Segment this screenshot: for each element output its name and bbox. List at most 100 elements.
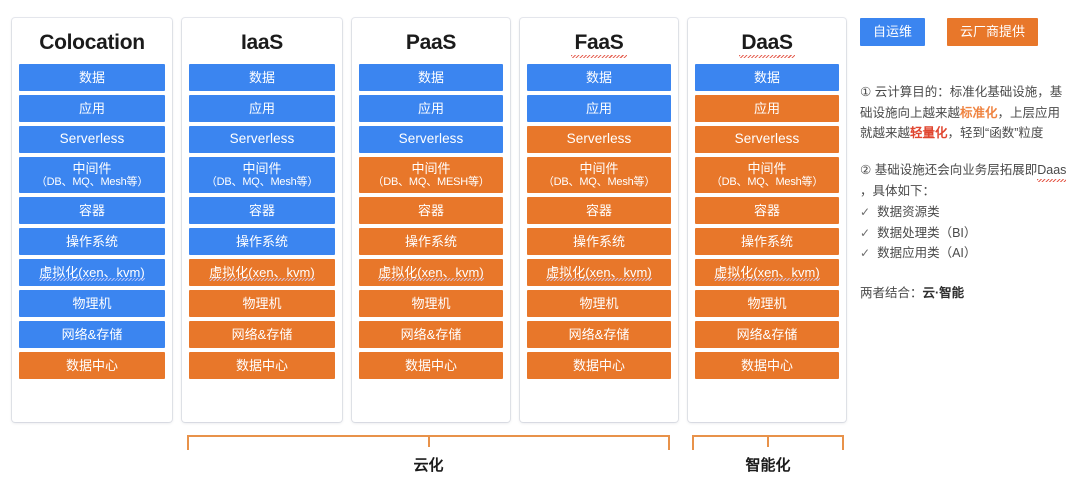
layer-label: 虚拟化(xen、kvm) bbox=[39, 264, 146, 281]
layer-paas-data[interactable]: 数据 bbox=[359, 64, 503, 91]
legend-chip-self-managed[interactable]: 自运维 bbox=[860, 18, 926, 46]
bracket-label-intelligentization: 智能化 bbox=[745, 457, 791, 474]
layer-daas-application[interactable]: 应用 bbox=[695, 95, 839, 122]
layer-label: Serverless bbox=[59, 131, 125, 147]
note1-part2: ，上层应用就越来越 bbox=[860, 105, 1061, 141]
stack-card-paas[interactable]: PaaS 数据 应用 Serverless 中间件 （DB、MQ、MESH等） … bbox=[352, 18, 510, 422]
layer-faas-serverless[interactable]: Serverless bbox=[527, 126, 671, 153]
note2-daas-term: Daas bbox=[1037, 160, 1067, 182]
note1-highlight-standardization: 标准化 bbox=[960, 105, 998, 120]
layer-label: 中间件 bbox=[242, 160, 282, 176]
layer-colocation-application[interactable]: 应用 bbox=[19, 95, 165, 122]
layer-label: 网络&存储 bbox=[736, 326, 798, 342]
layer-colocation-virtualization[interactable]: 虚拟化(xen、kvm) bbox=[19, 259, 165, 286]
note2-text-after: ，具体如下： bbox=[860, 183, 936, 198]
layer-label: 容器 bbox=[585, 202, 612, 218]
stack-columns-area: Colocation 数据 应用 Serverless 中间件 （DB、MQ、M… bbox=[12, 18, 848, 422]
legend-chip-cloud-provider[interactable]: 云厂商提供 bbox=[947, 18, 1039, 46]
layer-colocation-datacenter[interactable]: 数据中心 bbox=[19, 352, 165, 379]
layer-paas-container[interactable]: 容器 bbox=[359, 197, 503, 224]
layer-faas-data[interactable]: 数据 bbox=[527, 64, 671, 91]
layer-paas-os[interactable]: 操作系统 bbox=[359, 228, 503, 255]
layer-daas-datacenter[interactable]: 数据中心 bbox=[695, 352, 839, 379]
layer-colocation-middleware[interactable]: 中间件 （DB、MQ、Mesh等） bbox=[19, 157, 165, 193]
layer-daas-middleware[interactable]: 中间件 （DB、MQ、Mesh等） bbox=[695, 157, 839, 193]
layer-paas-serverless[interactable]: Serverless bbox=[359, 126, 503, 153]
layer-label: 容器 bbox=[417, 202, 444, 218]
layer-daas-container[interactable]: 容器 bbox=[695, 197, 839, 224]
layer-paas-virtualization[interactable]: 虚拟化(xen、kvm) bbox=[359, 259, 503, 286]
layer-faas-os[interactable]: 操作系统 bbox=[527, 228, 671, 255]
layer-iaas-middleware[interactable]: 中间件 （DB、MQ、Mesh等） bbox=[189, 157, 335, 193]
note2-text-before: 基础设施还会向业务层拓展即 bbox=[874, 162, 1038, 177]
layer-iaas-virtualization[interactable]: 虚拟化(xen、kvm) bbox=[189, 259, 335, 286]
layer-list-paas: 数据 应用 Serverless 中间件 （DB、MQ、MESH等） 容器 操作… bbox=[359, 64, 503, 414]
layer-sublabel: （DB、MQ、Mesh等） bbox=[205, 175, 319, 188]
layer-label: 应用 bbox=[78, 100, 105, 116]
layer-label: 中间件 bbox=[579, 160, 619, 176]
stack-card-faas[interactable]: FaaS 数据 应用 Serverless 中间件 （DB、MQ、Mesh等） … bbox=[520, 18, 678, 422]
layer-label: 操作系统 bbox=[404, 233, 457, 249]
layer-label: 操作系统 bbox=[65, 233, 118, 249]
layer-colocation-serverless[interactable]: Serverless bbox=[19, 126, 165, 153]
layer-daas-virtualization[interactable]: 虚拟化(xen、kvm) bbox=[695, 259, 839, 286]
layer-iaas-datacenter[interactable]: 数据中心 bbox=[189, 352, 335, 379]
layer-faas-middleware[interactable]: 中间件 （DB、MQ、Mesh等） bbox=[527, 157, 671, 193]
layer-faas-datacenter[interactable]: 数据中心 bbox=[527, 352, 671, 379]
layer-paas-datacenter[interactable]: 数据中心 bbox=[359, 352, 503, 379]
stack-card-iaas[interactable]: IaaS 数据 应用 Serverless 中间件 （DB、MQ、Mesh等） … bbox=[182, 18, 342, 422]
layer-daas-os[interactable]: 操作系统 bbox=[695, 228, 839, 255]
layer-colocation-physical-machine[interactable]: 物理机 bbox=[19, 290, 165, 317]
layer-daas-network-storage[interactable]: 网络&存储 bbox=[695, 321, 839, 348]
layer-label: 数据 bbox=[585, 69, 612, 85]
stack-card-colocation[interactable]: Colocation 数据 应用 Serverless 中间件 （DB、MQ、M… bbox=[12, 18, 172, 422]
layer-paas-physical-machine[interactable]: 物理机 bbox=[359, 290, 503, 317]
layer-paas-middleware[interactable]: 中间件 （DB、MQ、MESH等） bbox=[359, 157, 503, 193]
layer-faas-network-storage[interactable]: 网络&存储 bbox=[527, 321, 671, 348]
layer-label: 网络&存储 bbox=[231, 326, 293, 342]
layer-paas-application[interactable]: 应用 bbox=[359, 95, 503, 122]
list-item: ✓ 数据资源类 bbox=[860, 202, 1070, 222]
check-icon: ✓ bbox=[860, 225, 871, 240]
layer-iaas-physical-machine[interactable]: 物理机 bbox=[189, 290, 335, 317]
layer-paas-network-storage[interactable]: 网络&存储 bbox=[359, 321, 503, 348]
layer-faas-virtualization[interactable]: 虚拟化(xen、kvm) bbox=[527, 259, 671, 286]
layer-label: 数据中心 bbox=[235, 357, 288, 373]
layer-label: 网络&存储 bbox=[568, 326, 630, 342]
layer-daas-serverless[interactable]: Serverless bbox=[695, 126, 839, 153]
layer-label: 虚拟化(xen、kvm) bbox=[209, 264, 316, 281]
stack-card-daas[interactable]: DaaS 数据 应用 Serverless 中间件 （DB、MQ、Mesh等） … bbox=[688, 18, 846, 422]
layer-faas-application[interactable]: 应用 bbox=[527, 95, 671, 122]
layer-iaas-container[interactable]: 容器 bbox=[189, 197, 335, 224]
note1-part3: ，轻到“函数”粒度 bbox=[947, 126, 1044, 141]
bracket-label-cloudification: 云化 bbox=[413, 457, 444, 474]
card-title-faas: FaaS bbox=[527, 24, 671, 64]
layer-label: 数据中心 bbox=[740, 357, 793, 373]
layer-daas-physical-machine[interactable]: 物理机 bbox=[695, 290, 839, 317]
layer-faas-container[interactable]: 容器 bbox=[527, 197, 671, 224]
layer-colocation-os[interactable]: 操作系统 bbox=[19, 228, 165, 255]
layer-daas-data[interactable]: 数据 bbox=[695, 64, 839, 91]
layer-label: 数据 bbox=[417, 69, 444, 85]
layer-faas-physical-machine[interactable]: 物理机 bbox=[527, 290, 671, 317]
conclusion-prefix: 两者结合： bbox=[860, 286, 923, 301]
layer-iaas-os[interactable]: 操作系统 bbox=[189, 228, 335, 255]
layer-label: 操作系统 bbox=[740, 233, 793, 249]
layer-label: Serverless bbox=[734, 131, 800, 147]
layer-iaas-data[interactable]: 数据 bbox=[189, 64, 335, 91]
layer-iaas-application[interactable]: 应用 bbox=[189, 95, 335, 122]
layer-sublabel: （DB、MQ、Mesh等） bbox=[542, 175, 656, 188]
layer-label: 中间件 bbox=[72, 160, 112, 176]
layer-colocation-data[interactable]: 数据 bbox=[19, 64, 165, 91]
layer-label: 操作系统 bbox=[235, 233, 288, 249]
layer-colocation-container[interactable]: 容器 bbox=[19, 197, 165, 224]
layer-colocation-network-storage[interactable]: 网络&存储 bbox=[19, 321, 165, 348]
conclusion-strong: 云·智能 bbox=[922, 286, 965, 301]
layer-iaas-network-storage[interactable]: 网络&存储 bbox=[189, 321, 335, 348]
layer-label: 数据中心 bbox=[65, 357, 118, 373]
note-cloud-purpose: ① 云计算目的：标准化基础设施，基础设施向上越来越标准化，上层应用就越来越轻量化… bbox=[860, 82, 1070, 144]
layer-label: 容器 bbox=[78, 202, 105, 218]
layer-list-iaas: 数据 应用 Serverless 中间件 （DB、MQ、Mesh等） 容器 操作… bbox=[189, 64, 335, 414]
layer-iaas-serverless[interactable]: Serverless bbox=[189, 126, 335, 153]
daas-category-list: ✓ 数据资源类 ✓ 数据处理类（BI） ✓ 数据应用类（AI） bbox=[860, 202, 1070, 263]
